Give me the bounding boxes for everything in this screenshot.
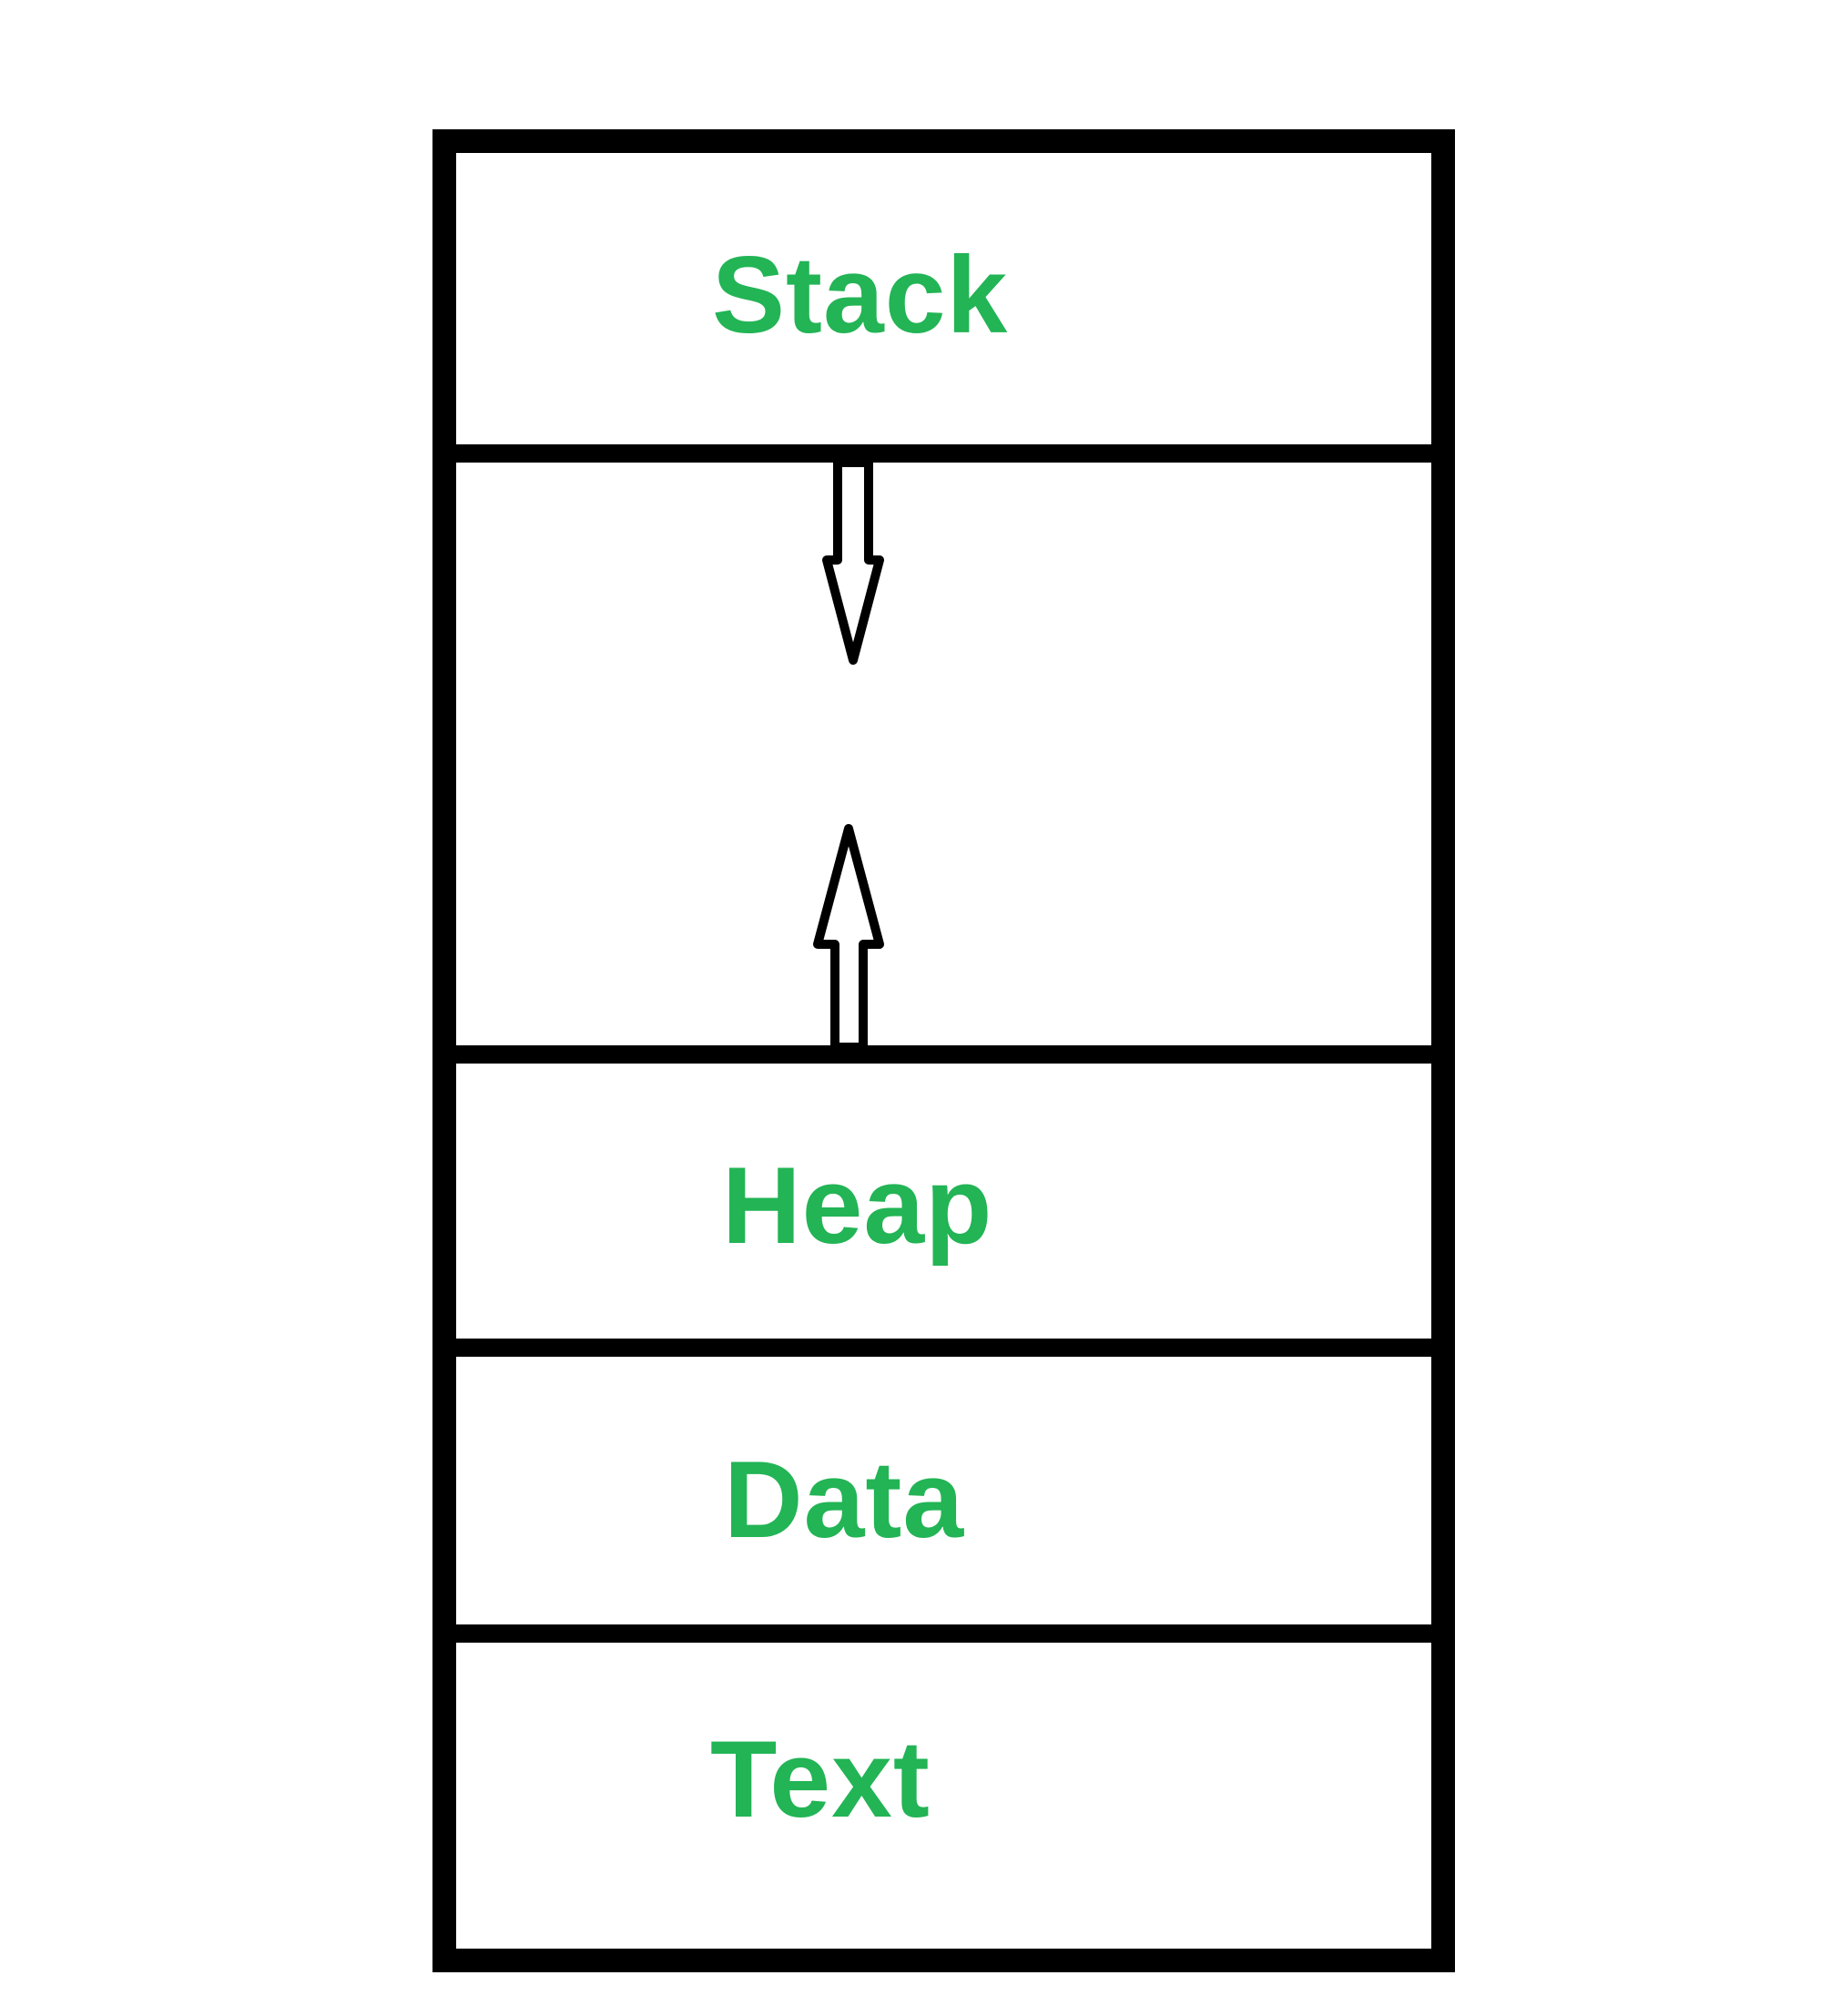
heap-label: Heap xyxy=(722,1145,992,1267)
stack-growth-down-arrow xyxy=(822,458,884,665)
data-label: Data xyxy=(724,1439,964,1561)
stack-label: Stack xyxy=(712,234,1008,356)
text-label: Text xyxy=(710,1718,931,1840)
heap-growth-up-arrow xyxy=(813,824,884,1052)
